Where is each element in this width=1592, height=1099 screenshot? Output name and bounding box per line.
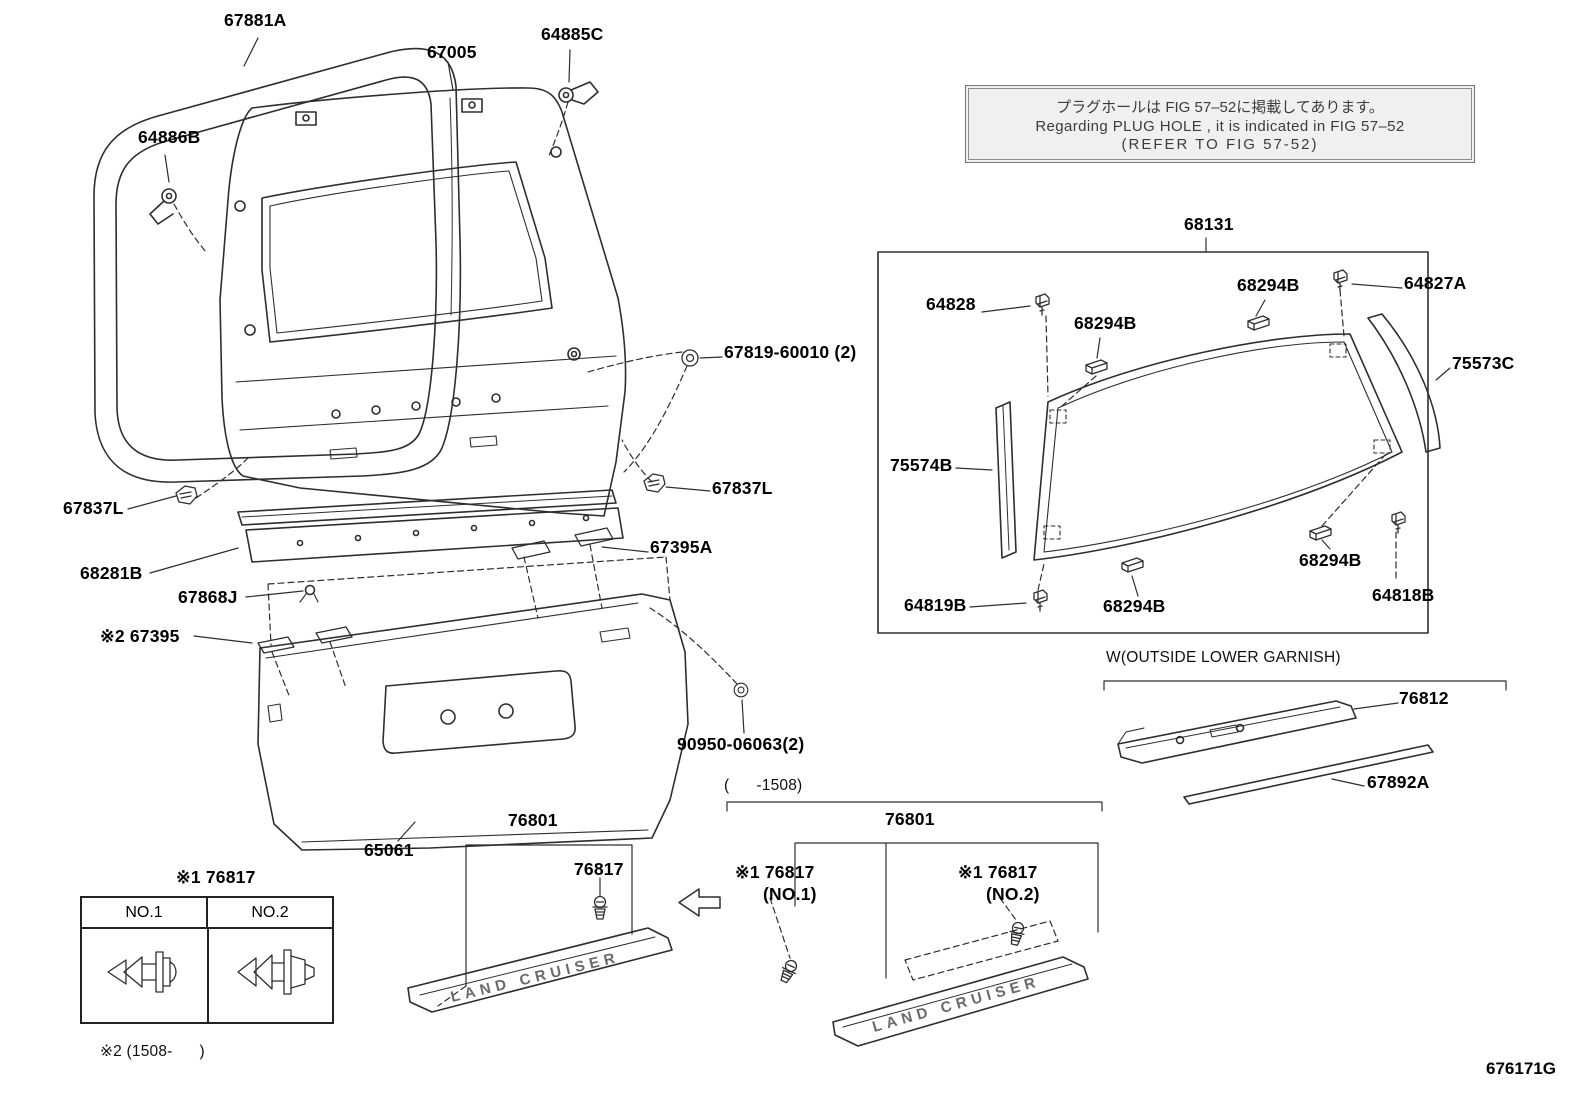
part-label: (NO.2) [986, 884, 1040, 904]
part-label: 67395A [650, 537, 713, 557]
dashed-lines [173, 101, 1397, 1007]
license-garnish-center-drawing [407, 844, 721, 1013]
part-label: 64885C [541, 24, 604, 44]
clip-type-table: NO.1 NO.2 [80, 896, 334, 1024]
part-label: (NO.1) [763, 884, 817, 904]
note-line-en: Regarding PLUG HOLE , it is indicated in… [1035, 117, 1405, 135]
plug-hole-note-box: プラグホールは FIG 57–52に掲載してあります。 Regarding PL… [965, 85, 1475, 163]
part-label: 67881A [224, 10, 287, 30]
part-label: 76817 [574, 859, 624, 879]
part-label: 64819B [904, 595, 967, 615]
part-label: 75574B [890, 455, 953, 475]
weatherstrip-drawing [93, 47, 462, 483]
part-label: ※1 76817 [176, 867, 256, 887]
outside-lower-garnish-drawing [1103, 680, 1507, 805]
back-door-panel-drawing [219, 87, 627, 517]
part-label: 64827A [1404, 273, 1467, 293]
part-label: 67892A [1367, 772, 1430, 792]
part-label: 68294B [1074, 313, 1137, 333]
part-label: 68294B [1237, 275, 1300, 295]
clip-table-header-no2: NO.2 [251, 903, 289, 921]
part-label: 68131 [1184, 214, 1234, 234]
door-clips-drawing [149, 81, 749, 698]
note-line-refer: (REFER TO FIG 57-52) [1121, 135, 1319, 153]
part-label: 90950-06063(2) [677, 734, 805, 754]
part-label: 67005 [427, 42, 477, 62]
clip-table-divider [207, 927, 209, 1022]
clip-no2-drawing [237, 949, 315, 995]
part-label: W(OUTSIDE LOWER GARNISH) [1106, 649, 1341, 666]
part-label: 65061 [364, 840, 414, 860]
part-label: 76801 [508, 810, 558, 830]
back-glass-box [877, 251, 1441, 634]
diagram-code: 676171G [1486, 1059, 1556, 1078]
part-label: 67837L [63, 498, 124, 518]
part-label: 76801 [885, 809, 935, 829]
part-label: 75573C [1452, 353, 1515, 373]
part-label: 67868J [178, 587, 238, 607]
tailgate-lower-panel-drawing [257, 593, 689, 851]
note-line-ja: プラグホールは FIG 57–52に掲載してあります。 [1056, 98, 1384, 116]
part-label: 68294B [1299, 550, 1362, 570]
part-label: 64886B [138, 127, 201, 147]
part-label: 64818B [1372, 585, 1435, 605]
leader-lines [127, 37, 1451, 897]
clip-no1-drawing [107, 951, 177, 993]
part-label: ( -1508) [724, 777, 803, 794]
clip-table-header: NO.1 NO.2 [82, 898, 332, 929]
lower-strip-drawing [237, 489, 624, 563]
part-label: 67837L [712, 478, 773, 498]
clip-table-header-no1: NO.1 [82, 898, 208, 927]
part-label: 64828 [926, 294, 976, 314]
part-label: 76812 [1399, 688, 1449, 708]
part-label: ※2 67395 [100, 626, 180, 646]
part-label: ※2 (1508- ) [100, 1043, 205, 1060]
part-label: ※1 76817 [735, 862, 815, 882]
garnish-text-center: LAND CRUISER [449, 949, 622, 1006]
license-garnish-variant-drawing [726, 801, 1103, 1047]
part-label: ※1 76817 [958, 862, 1038, 882]
part-label: 68281B [80, 563, 143, 583]
part-label: 68294B [1103, 596, 1166, 616]
part-label: 67819-60010 (2) [724, 342, 857, 362]
